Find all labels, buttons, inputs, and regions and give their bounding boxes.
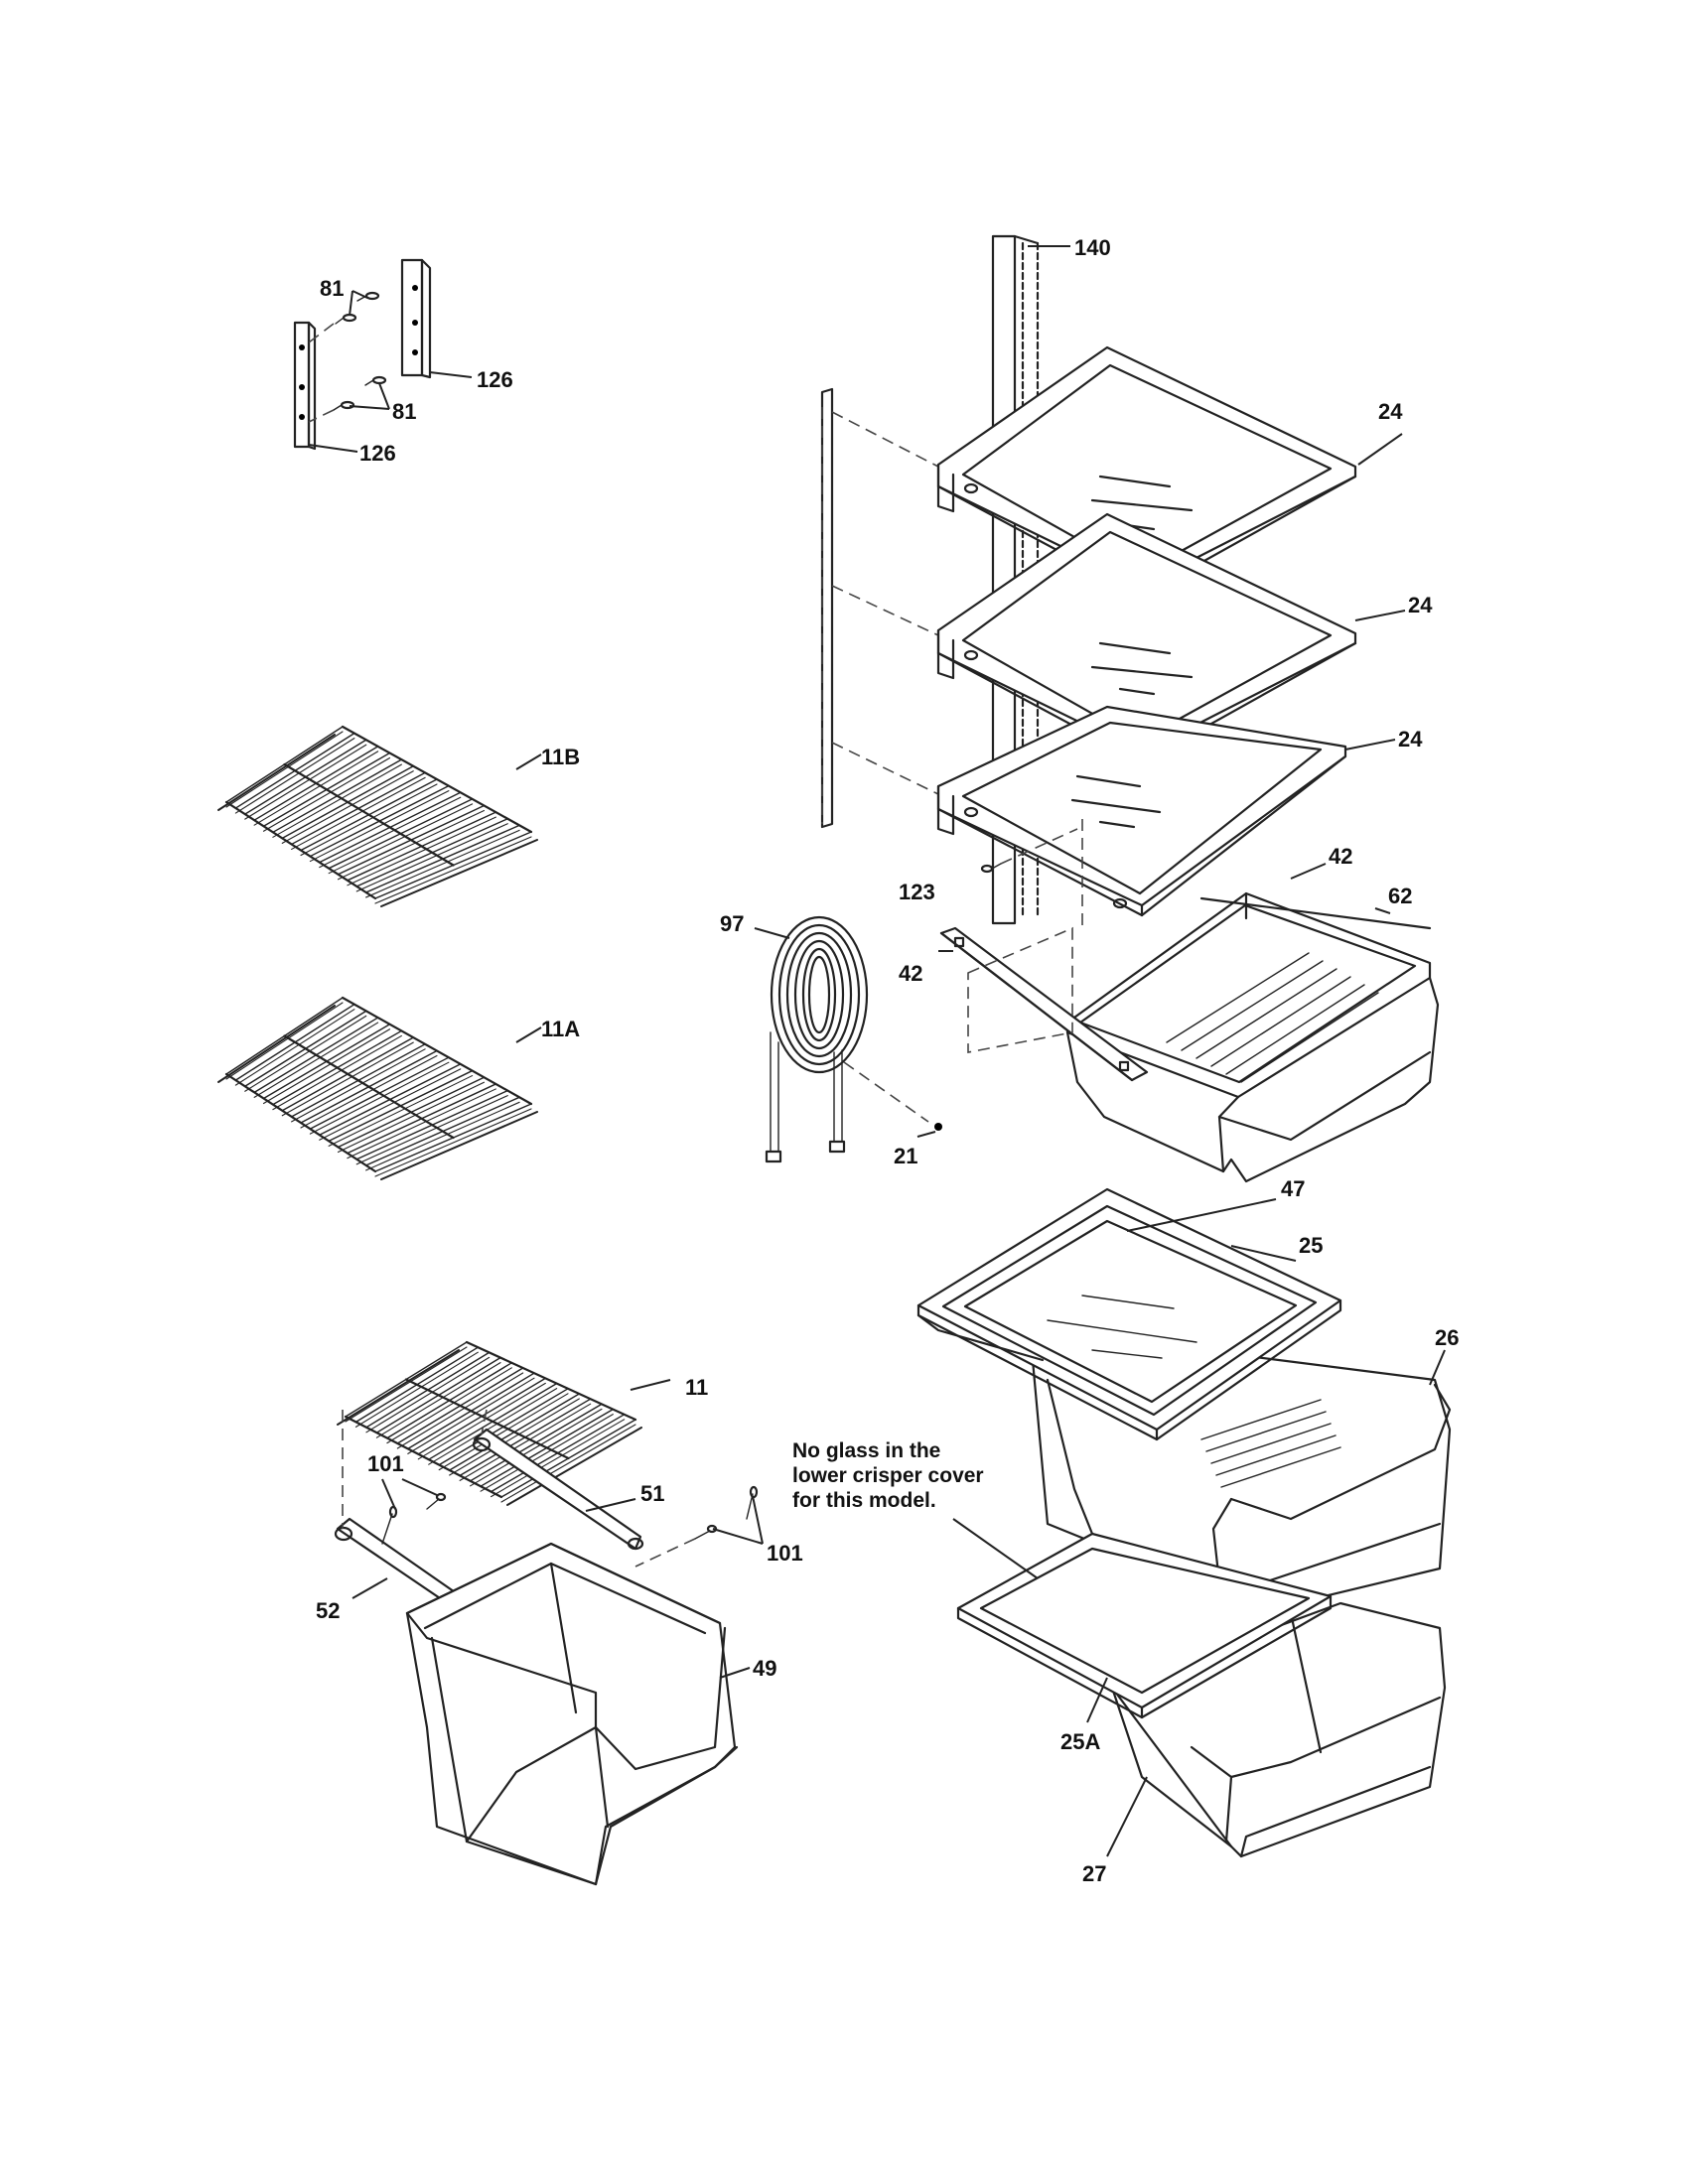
callout-21: 21 (894, 1144, 917, 1168)
callout-101: 101 (367, 1451, 404, 1476)
callout-27: 27 (1082, 1861, 1106, 1886)
note-line-3: for this model. (792, 1489, 936, 1512)
bin-rail-51 (472, 1428, 644, 1551)
callout-26: 26 (1435, 1325, 1459, 1350)
callout-126: 126 (477, 367, 513, 392)
crisper-rail-42 (939, 926, 1149, 1082)
note-line-2: lower crisper cover (792, 1464, 984, 1487)
callout-11B: 11B (541, 745, 580, 769)
crisper-cover-25 (916, 1187, 1342, 1441)
wire-shelf-11A (217, 996, 538, 1180)
note-line-1: No glass in the (792, 1439, 940, 1462)
rear-rail (820, 387, 834, 829)
crisper-cover-25A (956, 1532, 1333, 1719)
wire-shelf-11 (337, 1340, 642, 1506)
callout-24: 24 (1378, 399, 1403, 424)
screw-101-right (694, 1485, 759, 1540)
crisper-glass-47 (963, 1219, 1298, 1404)
callout-11A: 11A (541, 1017, 580, 1041)
callout-24: 24 (1408, 593, 1433, 617)
callout-25: 25 (1299, 1233, 1323, 1258)
callout-97: 97 (720, 911, 744, 936)
screw-123 (980, 863, 1002, 874)
callout-62: 62 (1388, 884, 1412, 908)
glass-shelf-24-bottom (936, 705, 1347, 917)
storage-bin-49 (405, 1542, 739, 1886)
callout-52: 52 (316, 1598, 340, 1623)
callout-81: 81 (392, 399, 416, 424)
callout-101: 101 (767, 1541, 803, 1566)
callout-49: 49 (753, 1656, 776, 1681)
callout-47: 47 (1281, 1176, 1305, 1201)
shelf-bracket-126-left (293, 321, 317, 451)
callout-81: 81 (320, 276, 344, 301)
screw-21 (934, 1123, 942, 1131)
callout-labels: 140 81 81 126 126 24 24 24 11B 11A 123 4… (316, 235, 1459, 1886)
callout-42: 42 (1329, 844, 1352, 869)
callout-51: 51 (640, 1481, 664, 1506)
callout-25A: 25A (1060, 1729, 1100, 1754)
shelf-bracket-126-right (400, 258, 432, 379)
callout-140: 140 (1074, 235, 1111, 260)
screw-101-left (381, 1492, 447, 1545)
screw-81-group (333, 291, 387, 411)
model-note: No glass in the lower crisper cover for … (792, 1439, 984, 1512)
crisper-pan-62 (1065, 891, 1440, 1183)
callout-24: 24 (1398, 727, 1423, 751)
callout-126: 126 (359, 441, 396, 466)
water-coil-97 (765, 915, 869, 1163)
wire-shelf-11B (217, 725, 538, 907)
callout-42: 42 (899, 961, 922, 986)
callout-11: 11 (685, 1375, 708, 1400)
callout-123: 123 (899, 880, 935, 904)
